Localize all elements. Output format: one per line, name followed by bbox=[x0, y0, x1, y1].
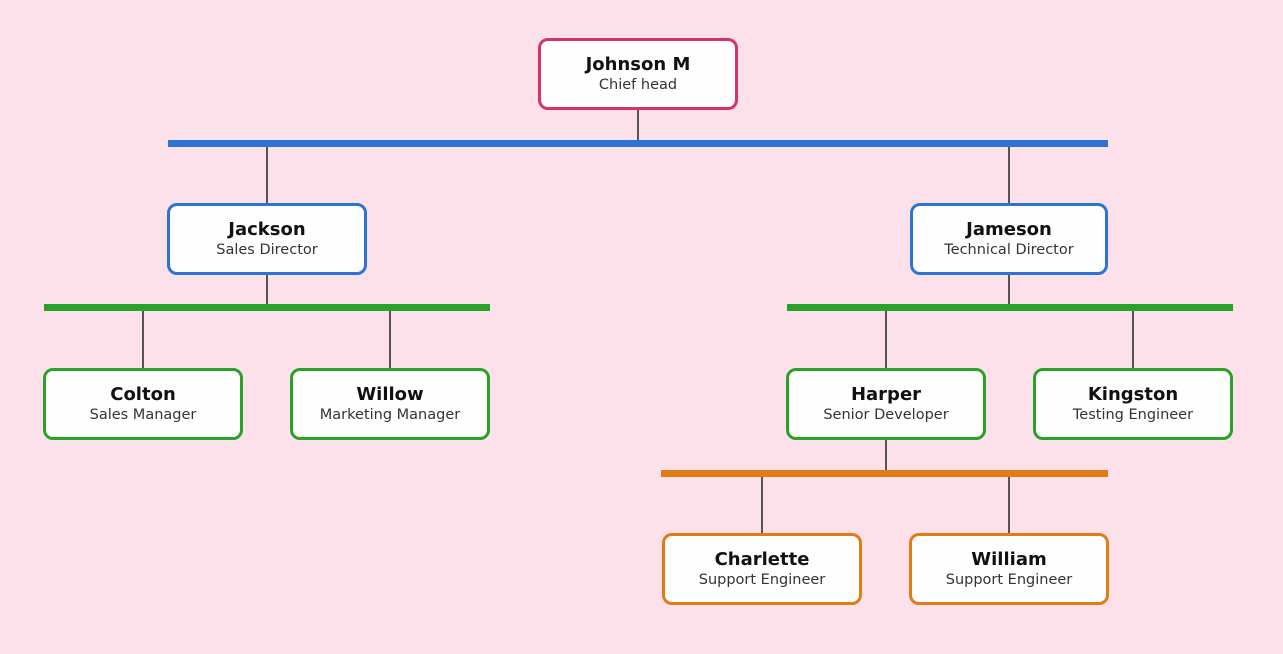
node-role: Testing Engineer bbox=[1072, 406, 1194, 423]
node-name: Jameson bbox=[966, 219, 1052, 241]
connector-line-to-charlette bbox=[761, 477, 763, 533]
connector-line-to-harper bbox=[885, 311, 887, 368]
connector-line-to-jameson bbox=[1008, 147, 1010, 203]
connector-line-harper-down bbox=[885, 440, 887, 471]
node-name: Harper bbox=[850, 384, 922, 406]
connector-line-jameson-down bbox=[1008, 275, 1010, 305]
node-role: Technical Director bbox=[944, 241, 1074, 258]
node-role: Chief head bbox=[598, 76, 678, 93]
node-name: Colton bbox=[110, 384, 176, 406]
node-role: Sales Manager bbox=[89, 406, 197, 423]
org-node-colton[interactable]: Colton Sales Manager bbox=[43, 368, 243, 440]
node-name: Charlette bbox=[714, 549, 810, 571]
node-name: William bbox=[971, 549, 1047, 571]
node-role: Support Engineer bbox=[945, 571, 1073, 588]
node-role: Sales Director bbox=[216, 241, 318, 258]
org-node-kingston[interactable]: Kingston Testing Engineer bbox=[1033, 368, 1233, 440]
connector-line-to-colton bbox=[142, 311, 144, 368]
level-bar-sales-team bbox=[44, 304, 490, 311]
org-node-william[interactable]: William Support Engineer bbox=[909, 533, 1109, 605]
org-node-jameson[interactable]: Jameson Technical Director bbox=[910, 203, 1108, 275]
org-node-jackson[interactable]: Jackson Sales Director bbox=[167, 203, 367, 275]
org-node-willow[interactable]: Willow Marketing Manager bbox=[290, 368, 490, 440]
connector-line-jackson-down bbox=[266, 275, 268, 305]
org-node-charlette[interactable]: Charlette Support Engineer bbox=[662, 533, 862, 605]
level-bar-technical-team bbox=[787, 304, 1233, 311]
node-role: Marketing Manager bbox=[319, 406, 461, 423]
org-node-harper[interactable]: Harper Senior Developer bbox=[786, 368, 986, 440]
connector-line-to-kingston bbox=[1132, 311, 1134, 368]
node-name: Johnson M bbox=[585, 54, 691, 76]
node-role: Senior Developer bbox=[823, 406, 949, 423]
org-node-johnson[interactable]: Johnson M Chief head bbox=[538, 38, 738, 110]
connector-line-to-willow bbox=[389, 311, 391, 368]
connector-line-to-jackson bbox=[266, 147, 268, 203]
connector-line-to-william bbox=[1008, 477, 1010, 533]
node-name: Willow bbox=[356, 384, 424, 406]
node-role: Support Engineer bbox=[698, 571, 826, 588]
level-bar-directors bbox=[168, 140, 1108, 147]
node-name: Kingston bbox=[1087, 384, 1179, 406]
level-bar-support-team bbox=[661, 470, 1108, 477]
connector-line-johnson-down bbox=[637, 110, 639, 140]
node-name: Jackson bbox=[228, 219, 306, 241]
